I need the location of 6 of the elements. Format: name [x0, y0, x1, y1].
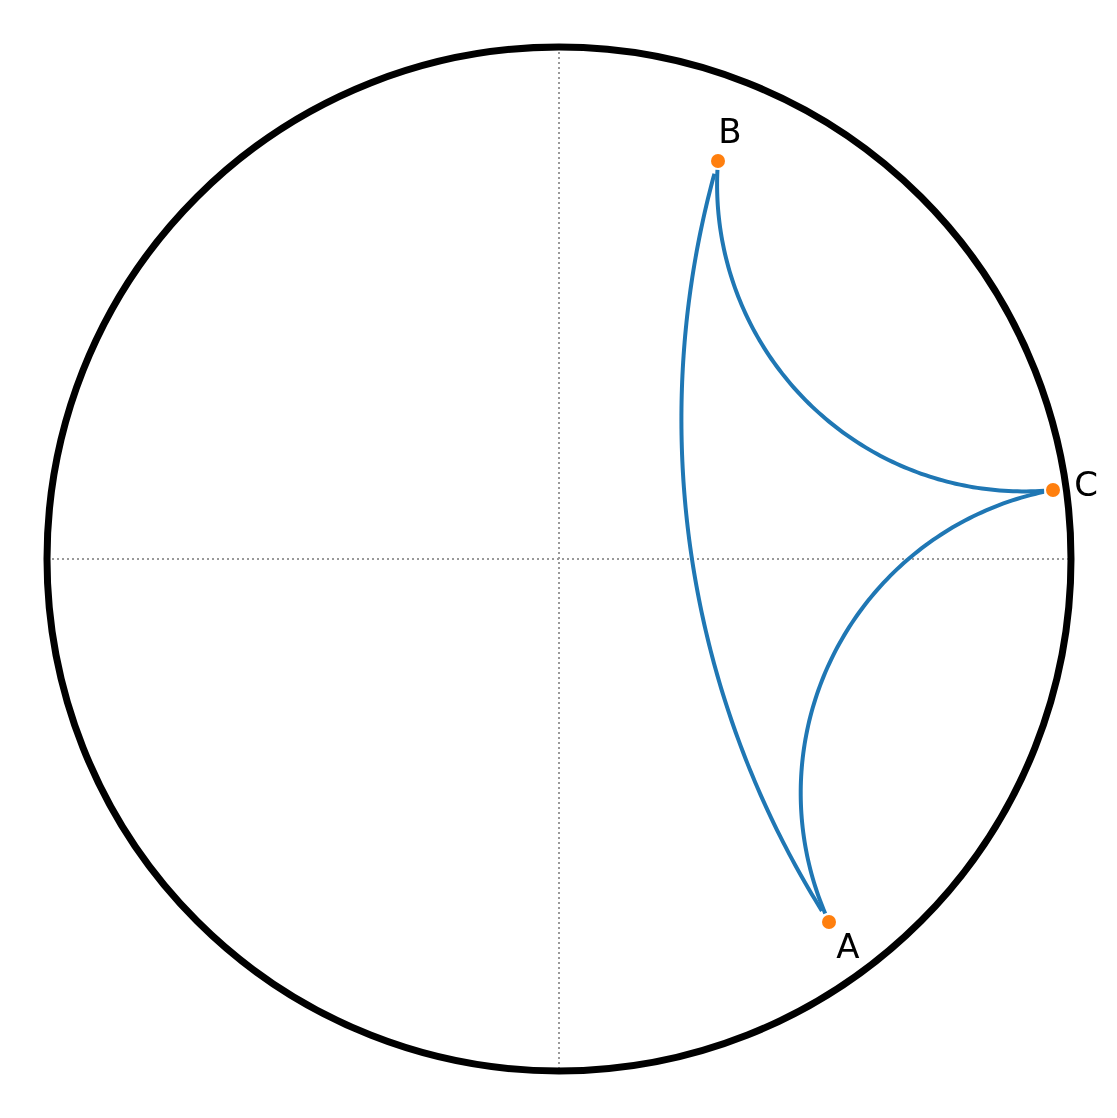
point-label: B	[718, 114, 742, 148]
point-label: C	[1074, 467, 1098, 501]
geodesic-arc	[679, 173, 824, 912]
point-label: A	[836, 929, 860, 963]
geodesic-arc	[715, 169, 1045, 494]
geodesic-arc	[798, 489, 1045, 915]
